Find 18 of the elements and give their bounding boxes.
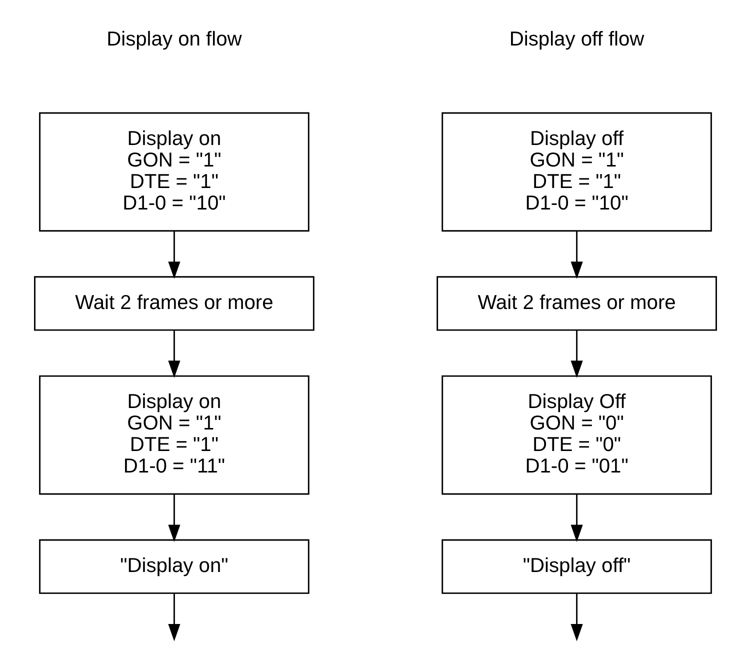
node-box: Display on GON = "1" DTE = "1" D1-0 = "11"	[38, 375, 309, 495]
arrow	[168, 494, 180, 542]
arrow	[570, 230, 582, 279]
arrow	[168, 593, 180, 642]
arrow	[570, 593, 582, 642]
arrow	[570, 330, 582, 378]
arrow	[570, 494, 582, 542]
node-box: "Display on"	[38, 539, 309, 594]
node-box: Display off GON = "1" DTE = "1" D1-0 = "10"	[441, 112, 712, 232]
arrow	[168, 330, 180, 378]
node-box: "Display off"	[441, 539, 712, 594]
node-box: Display on GON = "1" DTE = "1" D1-0 = "10"	[38, 112, 309, 232]
node-box: Wait 2 frames or more	[436, 276, 716, 331]
label: Display off flow	[508, 28, 644, 51]
arrow	[168, 230, 180, 279]
node-box: Display Off GON = "0" DTE = "0" D1-0 = "01"	[441, 375, 712, 495]
node-box: Wait 2 frames or more	[34, 276, 314, 331]
label: Display on flow	[106, 28, 242, 51]
